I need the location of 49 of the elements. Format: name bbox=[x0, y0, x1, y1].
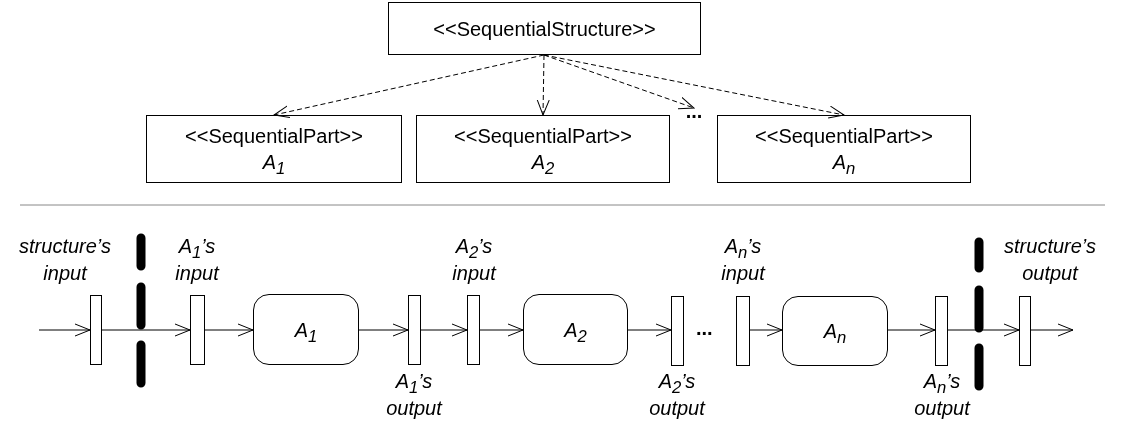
arrow bbox=[204, 323, 254, 337]
stereotype-label: <<SequentialStructure>> bbox=[433, 16, 656, 42]
action-box bbox=[523, 294, 628, 365]
pin-bar bbox=[467, 295, 480, 365]
part-name: A$_{2}$ bbox=[564, 317, 587, 343]
stereotype-label: <<SequentialPart>> bbox=[185, 124, 363, 149]
stereotype-box bbox=[388, 2, 701, 55]
pin-bar bbox=[408, 295, 421, 365]
arrow bbox=[101, 323, 191, 337]
pin-bar bbox=[190, 295, 205, 365]
action-box bbox=[782, 296, 888, 366]
ellipsis: ... bbox=[696, 316, 713, 341]
pin-label: A$_{n}$’s output bbox=[913, 369, 972, 421]
arrow bbox=[536, 54, 550, 116]
pin-bar bbox=[935, 296, 948, 366]
arrow bbox=[420, 323, 468, 337]
pin-label: A$_{2}$’s input bbox=[451, 234, 498, 286]
part-name: A$_{n}$ bbox=[832, 150, 856, 175]
ellipsis: ... bbox=[685, 103, 703, 119]
pin-label: A$_{1}$’s input bbox=[174, 234, 221, 286]
arrow bbox=[479, 323, 524, 337]
pin-bar bbox=[736, 296, 750, 366]
arrow bbox=[543, 54, 845, 119]
stereotype-label: <<SequentialPart>> bbox=[755, 124, 933, 149]
arrow bbox=[273, 54, 545, 119]
arrow bbox=[947, 323, 1020, 337]
pin-label: structure’s input bbox=[18, 234, 112, 286]
part-name: A$_{1}$ bbox=[294, 317, 318, 343]
stereotype-box bbox=[717, 115, 971, 183]
arrow bbox=[38, 323, 91, 337]
stereotype-box bbox=[416, 115, 670, 183]
pin-bar bbox=[90, 295, 102, 365]
arrow bbox=[887, 323, 936, 337]
pin-label: A$_{1}$’s output bbox=[385, 369, 444, 421]
part-name: A$_{n}$ bbox=[823, 319, 847, 344]
arrow bbox=[749, 323, 783, 337]
action-box bbox=[253, 294, 359, 365]
arrow bbox=[358, 323, 409, 337]
pin-label: A$_{2}$’s output bbox=[648, 369, 707, 421]
arrow bbox=[1030, 323, 1074, 337]
pin-label: A$_{n}$’s input bbox=[720, 234, 767, 286]
part-name: A$_{2}$ bbox=[531, 150, 555, 175]
pin-bar bbox=[671, 296, 684, 366]
part-name: A$_{1}$ bbox=[262, 150, 286, 175]
pin-bar bbox=[1019, 296, 1031, 366]
stereotype-label: <<SequentialPart>> bbox=[454, 124, 632, 149]
arrow bbox=[627, 323, 672, 337]
stereotype-box bbox=[146, 115, 402, 183]
pin-label: structure’s output bbox=[1003, 234, 1097, 286]
